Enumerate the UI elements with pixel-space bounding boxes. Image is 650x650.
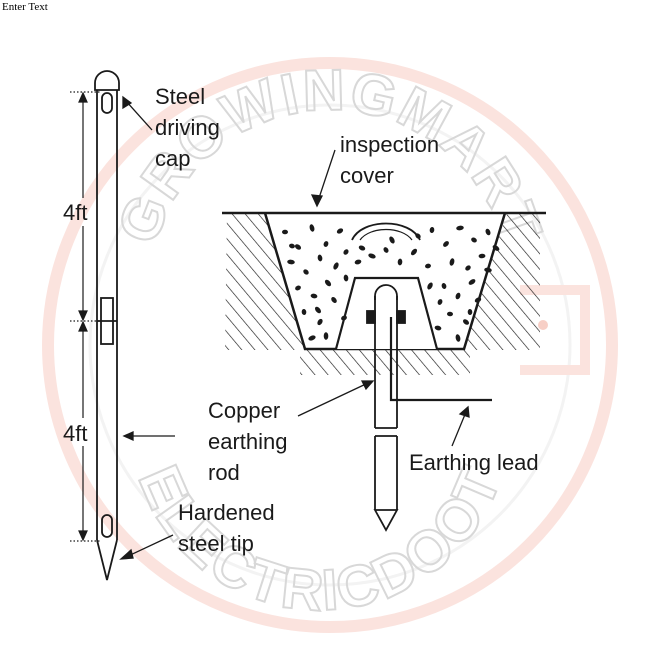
gravel-dot	[282, 229, 288, 235]
gravel-dot	[397, 258, 403, 266]
gravel-dot	[437, 299, 443, 305]
gravel-dot	[301, 309, 307, 315]
clamp-nut-right	[396, 310, 406, 324]
earthing-lead-wire	[389, 317, 492, 402]
rod-slot-bottom	[101, 514, 113, 538]
ground-hatch-right	[462, 213, 540, 350]
dimension-lines	[70, 91, 100, 542]
gravel-dot	[449, 258, 455, 266]
gravel-dot	[323, 241, 329, 247]
cap-label-line-3: cap	[155, 146, 190, 171]
gravel-dot	[383, 247, 389, 253]
tip-label-line-1: Hardened	[178, 500, 275, 525]
gravel-dot	[492, 245, 500, 251]
watermark-inner-ring	[88, 103, 572, 587]
gravel-dot	[314, 306, 322, 314]
gravel-dot	[478, 253, 486, 259]
gravel-dot	[485, 228, 491, 236]
gravel-dot	[463, 319, 469, 325]
ground-hatch-left	[225, 213, 305, 350]
gravel-dot	[434, 325, 442, 331]
copper-label-line-2: earthing	[208, 429, 288, 454]
gravel-dot	[415, 233, 421, 239]
leader-lines	[119, 95, 470, 560]
dimension-top-label: 4ft	[63, 200, 87, 225]
gravel-dot	[427, 282, 433, 290]
gravel-dot	[455, 334, 461, 342]
inner-chamber	[334, 276, 439, 350]
rod-slot-top	[101, 92, 113, 114]
gravel-dot	[354, 259, 362, 265]
full-rod	[94, 70, 120, 581]
gravel-dot	[358, 245, 366, 251]
gravel-dot	[389, 236, 395, 244]
dimension-bottom-label: 4ft	[63, 421, 87, 446]
cap-label-line-2: driving	[155, 115, 220, 140]
clamp-nut-left	[366, 310, 376, 324]
gravel-dot	[467, 309, 473, 315]
gravel-dot	[468, 279, 476, 285]
gravel-dot	[333, 262, 339, 270]
gravel-dot	[308, 335, 316, 341]
earthing-lead-label: Earthing lead	[409, 450, 539, 475]
gravel-dot	[443, 241, 449, 247]
inspection-label-line-2: cover	[340, 163, 394, 188]
gravel-dot	[289, 243, 295, 249]
gravel-dot	[317, 254, 323, 262]
cap-label-line-1: Steel	[155, 84, 205, 109]
gravel-dot	[336, 228, 344, 234]
gravel-dot	[324, 279, 332, 287]
gravel-dot	[465, 265, 471, 271]
gravel-dot	[471, 237, 477, 243]
gravel-dot	[368, 253, 376, 259]
gravel-dot	[310, 293, 318, 299]
gravel-dot	[410, 248, 418, 256]
copper-label-line-1: Copper	[208, 398, 280, 423]
gravel-dot	[341, 315, 347, 321]
gravel-dot	[343, 274, 349, 282]
ground-hatch-bottom	[300, 349, 470, 375]
gravel-dot	[474, 297, 482, 303]
watermark-ring	[42, 57, 618, 633]
gravel-dot	[425, 263, 431, 269]
ground-section	[222, 211, 546, 375]
gravel-dot	[343, 249, 349, 255]
inspection-label-line-1: inspection	[340, 132, 439, 157]
gravel-dot	[317, 318, 323, 326]
gravel-dot	[294, 244, 302, 250]
gravel-dot	[484, 267, 492, 273]
gravel-dot	[331, 296, 337, 304]
installed-rod	[366, 284, 492, 532]
cover-handle-inner	[359, 229, 413, 241]
gravel-dot	[456, 225, 464, 231]
copper-label-line-3: rod	[208, 460, 240, 485]
enter-text-label: Enter Text	[2, 1, 48, 13]
tip-label-line-2: steel tip	[178, 531, 254, 556]
gravel-dot	[441, 283, 447, 289]
watermark-plug	[520, 285, 590, 375]
gravel-dot	[447, 311, 453, 317]
gravel-dot	[429, 227, 435, 233]
gravel-dot	[323, 332, 329, 340]
driving-cap-shape	[94, 70, 120, 91]
gravel-dot	[287, 259, 295, 265]
gravel-dot	[303, 269, 309, 275]
rod-tip-shape	[96, 539, 118, 581]
gravel-dot	[309, 224, 315, 232]
installed-rod-tip	[373, 509, 399, 532]
gravel-fill	[282, 224, 500, 342]
watermark-dot	[538, 320, 548, 330]
gravel-dot	[455, 292, 461, 300]
gravel-dot	[295, 285, 301, 291]
installed-rod-top	[374, 284, 398, 300]
